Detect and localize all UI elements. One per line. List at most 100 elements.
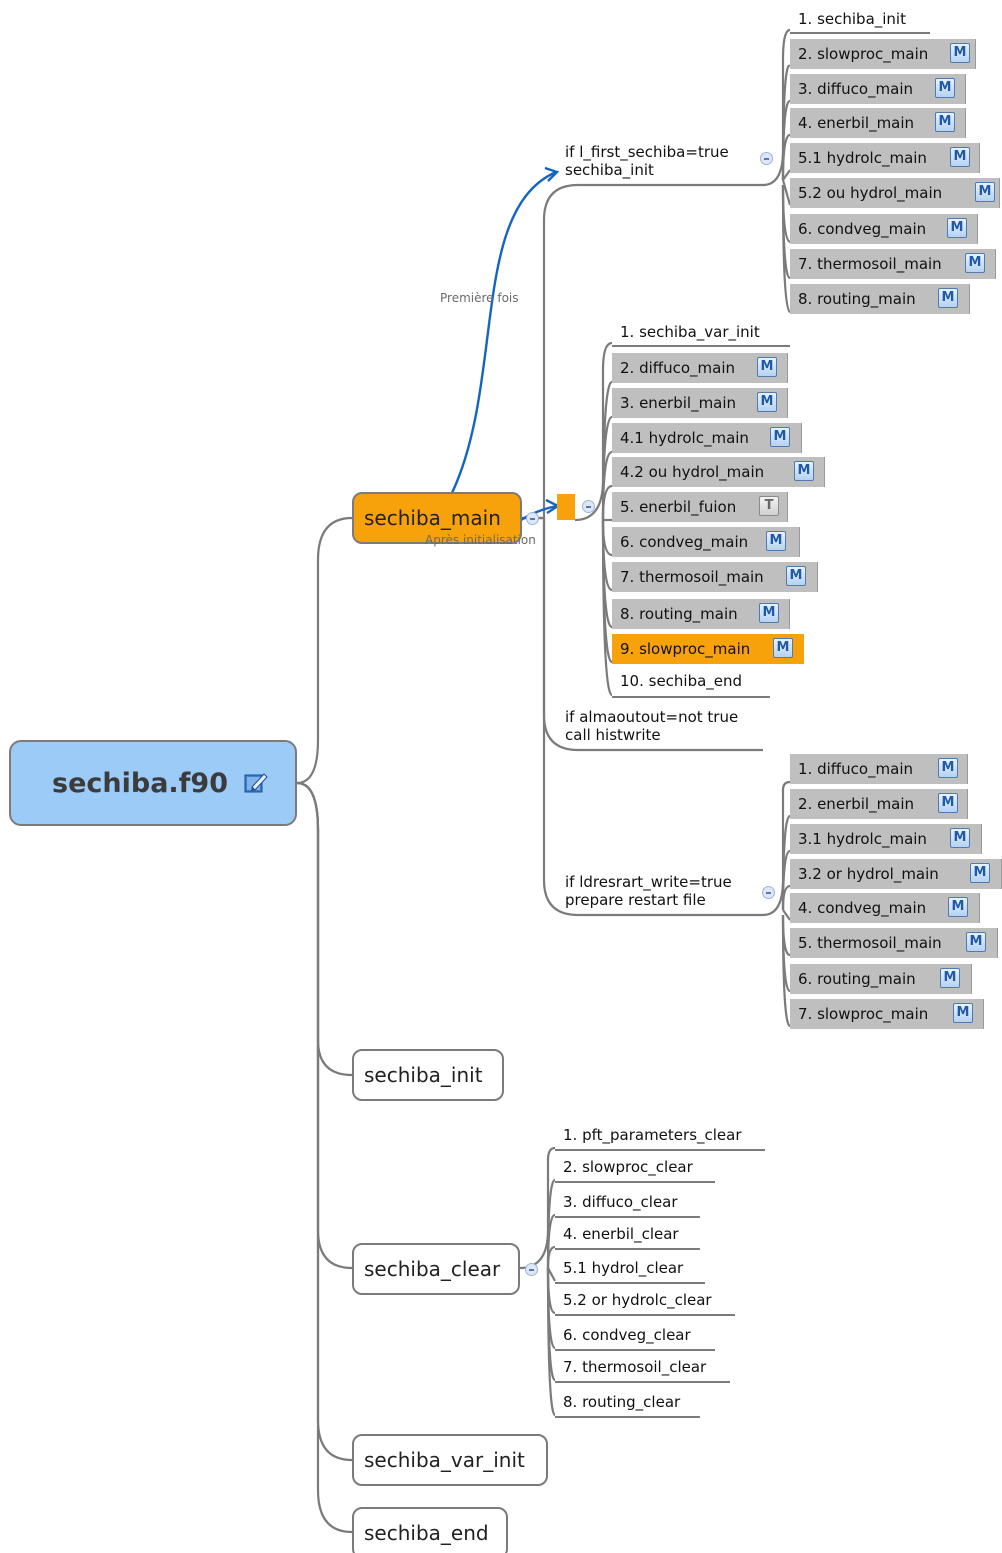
node-sechiba-var-init[interactable]: sechiba_var_init [352, 1434, 548, 1486]
list-item[interactable]: 6. condveg_main M [790, 214, 978, 244]
list-item[interactable]: 6. routing_main M [790, 964, 972, 994]
module-badge-icon[interactable]: M [947, 218, 967, 238]
module-badge-icon[interactable]: M [786, 566, 806, 586]
module-badge-icon[interactable]: M [966, 932, 986, 952]
list-item-label: 8. routing_main [798, 290, 916, 308]
list-item-label: 3.2 or hydrol_main [798, 865, 939, 883]
module-badge-icon[interactable]: M [965, 253, 985, 273]
node-sechiba-end[interactable]: sechiba_end [352, 1507, 508, 1553]
list-item-label: 8. routing_main [620, 605, 738, 623]
list-item[interactable]: 7. thermosoil_clear [563, 1358, 707, 1376]
list-item[interactable]: 3. diffuco_clear [563, 1193, 678, 1211]
list-item[interactable]: 1. diffuco_main M [790, 754, 968, 784]
list-item[interactable]: 10. sechiba_end [620, 672, 743, 690]
module-badge-icon[interactable]: M [935, 78, 955, 98]
node-sechiba-main[interactable]: sechiba_main [352, 492, 522, 544]
list-item[interactable]: 6. condveg_clear [563, 1326, 691, 1344]
list-item-label: 6. condveg_main [620, 533, 749, 551]
root-node[interactable]: sechiba.f90 [9, 740, 297, 826]
list-item[interactable]: 5.1 hydrolc_main M [790, 143, 980, 173]
list-item[interactable]: 4. enerbil_clear [563, 1225, 679, 1243]
list-item[interactable]: 7. thermosoil_main M [790, 249, 996, 279]
module-badge-icon[interactable]: M [970, 863, 990, 883]
module-badge-icon[interactable]: M [766, 531, 786, 551]
collapse-toggle-icon[interactable] [760, 152, 773, 165]
list-item[interactable]: 2. slowproc_clear [563, 1158, 693, 1176]
list-item-label: 4.1 hydrolc_main [620, 429, 749, 447]
module-badge-icon[interactable]: M [950, 828, 970, 848]
module-badge-icon[interactable]: M [935, 112, 955, 132]
list-item[interactable]: 5. thermosoil_main M [790, 928, 998, 958]
relation-label-after-init: Après initialisation [425, 533, 536, 547]
list-item-label: 5.2 ou hydrol_main [798, 184, 943, 202]
list-item[interactable]: 2. slowproc_main M [790, 39, 976, 69]
list-item-label: 7. thermosoil_main [798, 255, 942, 273]
module-badge-icon[interactable]: M [938, 793, 958, 813]
list-item[interactable]: 3. enerbil_main M [612, 388, 788, 418]
list-item[interactable]: 8. routing_clear [563, 1393, 681, 1411]
branch-restart-write[interactable]: if ldresrart_write=true prepare restart … [565, 873, 765, 909]
highlight-marker [557, 494, 575, 520]
branch-alma-action: call histwrite [565, 726, 661, 744]
list-item-label: 5. enerbil_fuion [620, 498, 737, 516]
list-item-label: 4. condveg_main [798, 899, 927, 917]
list-item[interactable]: 4. condveg_main M [790, 893, 980, 923]
module-badge-icon[interactable]: M [770, 427, 790, 447]
module-badge-icon[interactable]: M [757, 357, 777, 377]
list-item[interactable]: 5. enerbil_fuion T [612, 492, 788, 522]
list-item-highlighted[interactable]: 9. slowproc_main M [612, 634, 804, 664]
node-sechiba-init[interactable]: sechiba_init [352, 1049, 504, 1101]
collapse-toggle-icon[interactable] [526, 512, 539, 525]
list-item-label: 6. routing_main [798, 970, 916, 988]
collapse-toggle-icon[interactable] [762, 886, 775, 899]
list-item-label: 3.1 hydrolc_main [798, 830, 927, 848]
list-item[interactable]: 3.1 hydrolc_main M [790, 824, 982, 854]
list-item[interactable]: 1. pft_parameters_clear [563, 1126, 742, 1144]
list-item[interactable]: 3.2 or hydrol_main M [790, 859, 1002, 889]
list-item[interactable]: 5.2 ou hydrol_main M [790, 178, 1000, 208]
list-item-label: 9. slowproc_main [620, 640, 751, 658]
module-badge-icon[interactable]: M [950, 43, 970, 63]
list-item[interactable]: 7. slowproc_main M [790, 999, 984, 1029]
module-badge-icon[interactable]: M [953, 1003, 973, 1023]
list-item[interactable]: 8. routing_main M [612, 599, 790, 629]
list-item-label: 7. slowproc_main [798, 1005, 929, 1023]
list-item[interactable]: 4.2 ou hydrol_main M [612, 457, 825, 487]
module-badge-icon[interactable]: M [794, 461, 814, 481]
text-badge-icon[interactable]: T [759, 496, 779, 516]
list-item[interactable]: 1. sechiba_var_init [620, 323, 760, 341]
list-item[interactable]: 8. routing_main M [790, 284, 970, 314]
list-item[interactable]: 5.2 or hydrolc_clear [563, 1291, 712, 1309]
list-item[interactable]: 5.1 hydrol_clear [563, 1259, 684, 1277]
module-badge-icon[interactable]: M [773, 638, 793, 658]
module-badge-icon[interactable]: M [938, 758, 958, 778]
module-badge-icon[interactable]: M [757, 392, 777, 412]
branch-first-sechiba[interactable]: if l_first_sechiba=true sechiba_init [565, 143, 765, 179]
list-item[interactable]: 1. sechiba_init [798, 10, 906, 28]
module-badge-icon[interactable]: M [950, 147, 970, 167]
list-item[interactable]: 6. condveg_main M [612, 527, 800, 557]
module-badge-icon[interactable]: M [948, 897, 968, 917]
module-badge-icon[interactable]: M [759, 603, 779, 623]
list-item[interactable]: 2. diffuco_main M [612, 353, 788, 383]
list-item-label: 3. diffuco_main [798, 80, 914, 98]
list-item[interactable]: 7. thermosoil_main M [612, 562, 818, 592]
list-item[interactable]: 4.1 hydrolc_main M [612, 423, 802, 453]
branch-almaoutout[interactable]: if almaoutout=not true call histwrite [565, 708, 765, 744]
branch-first-condition: if l_first_sechiba=true [565, 143, 729, 161]
node-sechiba-clear[interactable]: sechiba_clear [352, 1243, 520, 1295]
module-badge-icon[interactable]: M [975, 182, 995, 202]
list-item-label: 3. enerbil_main [620, 394, 737, 412]
list-item[interactable]: 4. enerbil_main M [790, 108, 966, 138]
edit-pen-icon [244, 773, 268, 793]
list-item[interactable]: 2. enerbil_main M [790, 789, 968, 819]
collapse-toggle-icon[interactable] [525, 1263, 538, 1276]
list-item-label: 4.2 ou hydrol_main [620, 463, 765, 481]
list-item[interactable]: 3. diffuco_main M [790, 74, 966, 104]
list-item-label: 5. thermosoil_main [798, 934, 942, 952]
list-item-label: 2. diffuco_main [620, 359, 736, 377]
list-item-label: 1. diffuco_main [798, 760, 914, 778]
module-badge-icon[interactable]: M [938, 288, 958, 308]
module-badge-icon[interactable]: M [940, 968, 960, 988]
collapse-toggle-icon[interactable] [582, 500, 595, 513]
